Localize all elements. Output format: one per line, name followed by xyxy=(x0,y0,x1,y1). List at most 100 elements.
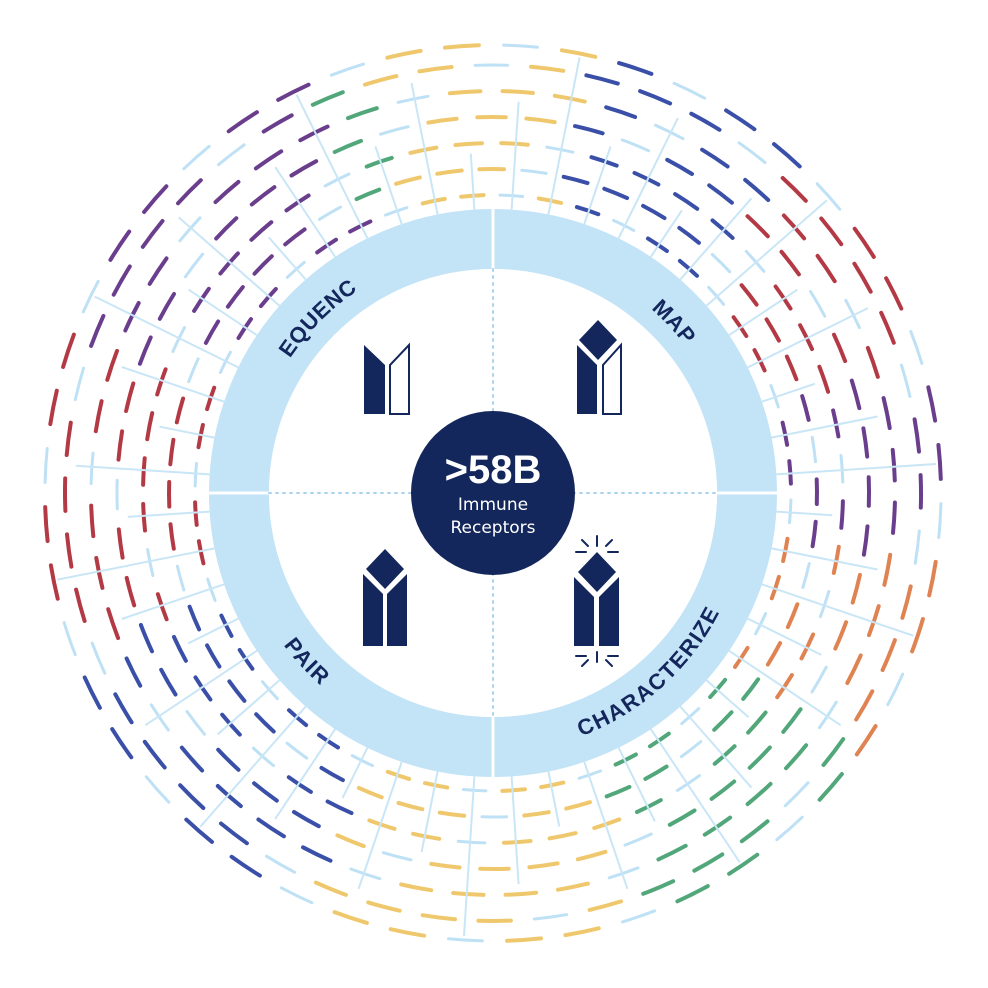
ring-dash xyxy=(283,227,307,247)
ring-dash xyxy=(62,621,77,657)
ring-dash xyxy=(700,147,730,169)
ring-dash xyxy=(545,145,575,154)
ring-dash xyxy=(745,781,773,807)
ring-dash xyxy=(459,193,486,199)
ring-dash xyxy=(149,703,170,732)
ring-dash xyxy=(680,707,701,726)
ring-dash xyxy=(142,739,167,770)
ring-dash xyxy=(219,613,234,638)
ring-dash xyxy=(502,43,539,49)
ring-dash xyxy=(589,155,619,168)
ring-dash xyxy=(784,743,809,771)
ring-dash xyxy=(437,810,467,818)
ring-dash xyxy=(522,810,551,818)
radial-spokes xyxy=(57,57,937,937)
ring-dash xyxy=(707,285,726,306)
ring-dash xyxy=(285,260,306,279)
ring-dash xyxy=(218,251,240,276)
ring-dash xyxy=(260,680,279,701)
ring-dash xyxy=(155,592,169,622)
ring-dash xyxy=(646,236,669,253)
ring-dash xyxy=(679,740,703,759)
ring-dash xyxy=(192,286,211,313)
ring-dash xyxy=(108,229,132,262)
sparkle-top-icon xyxy=(575,535,619,553)
ring-dash xyxy=(532,913,569,921)
ring-dash xyxy=(203,319,221,345)
ring-dash xyxy=(936,443,943,481)
ring-dash xyxy=(226,110,259,134)
radial-spoke xyxy=(188,288,258,337)
radial-spoke xyxy=(159,425,215,439)
ring-dash xyxy=(623,832,653,847)
ring-dash xyxy=(168,522,176,551)
ring-dash xyxy=(196,539,206,566)
ring-dash xyxy=(733,646,750,669)
radial-spoke xyxy=(776,510,833,517)
ring-dash xyxy=(366,900,402,913)
ring-dash xyxy=(64,420,73,457)
ring-dash xyxy=(258,287,278,309)
ring-dash xyxy=(561,174,590,186)
ring-dash xyxy=(89,313,106,348)
ring-dash xyxy=(301,845,333,863)
radial-spoke xyxy=(268,236,307,281)
ring-dash xyxy=(178,783,206,810)
ring-dash xyxy=(648,731,671,749)
ring-dash xyxy=(539,780,566,790)
radial-spoke xyxy=(295,94,369,239)
ring-dash xyxy=(785,602,800,630)
ring-dash xyxy=(672,81,707,100)
ring-dash xyxy=(157,292,176,321)
ring-dash xyxy=(739,819,770,844)
ring-dash xyxy=(641,879,676,896)
ring-dash xyxy=(556,881,590,892)
ring-dash xyxy=(106,607,121,640)
ring-dash xyxy=(815,182,842,211)
receptor-outline-icon xyxy=(364,342,410,415)
radial-spoke xyxy=(761,382,816,403)
ring-dash xyxy=(187,604,202,632)
ring-dash xyxy=(909,329,924,365)
ring-dash xyxy=(775,815,804,842)
ring-dash xyxy=(417,65,454,74)
ring-dash xyxy=(503,890,539,897)
ring-dash xyxy=(737,141,767,164)
ring-dash xyxy=(620,138,651,153)
ring-dash xyxy=(772,142,802,169)
ring-dash xyxy=(724,108,757,132)
ring-dash xyxy=(82,675,102,710)
ring-dash xyxy=(529,64,566,73)
ring-dash xyxy=(289,159,319,178)
radial-spoke xyxy=(649,209,683,258)
ring-dash xyxy=(48,388,59,427)
ring-dash xyxy=(559,48,598,59)
ring-dash xyxy=(926,385,938,423)
ring-dash xyxy=(891,500,897,535)
radial-spoke xyxy=(121,366,225,403)
ring-dash xyxy=(587,899,623,912)
ring-dash xyxy=(363,74,399,87)
ring-dash xyxy=(81,279,100,314)
ring-dash xyxy=(123,301,141,333)
ring-dash xyxy=(356,785,384,800)
ring-dash xyxy=(105,348,119,382)
ring-dash xyxy=(754,612,768,636)
ring-dash xyxy=(746,710,768,735)
ring-dash xyxy=(854,724,878,757)
ring-dash xyxy=(141,456,147,487)
ring-dash xyxy=(689,111,722,132)
ring-dash xyxy=(712,744,737,766)
radial-spoke xyxy=(217,679,281,736)
ring-dash xyxy=(743,177,771,202)
radial-spoke xyxy=(199,705,307,828)
ring-dash xyxy=(845,653,863,685)
ring-dash xyxy=(256,817,286,839)
ring-dash xyxy=(461,788,488,793)
ring-dash xyxy=(884,276,904,311)
ring-dash xyxy=(65,532,74,569)
ring-dash xyxy=(747,745,772,770)
radial-spoke xyxy=(144,649,258,727)
ring-dash xyxy=(253,149,284,171)
radial-spoke xyxy=(178,216,281,307)
